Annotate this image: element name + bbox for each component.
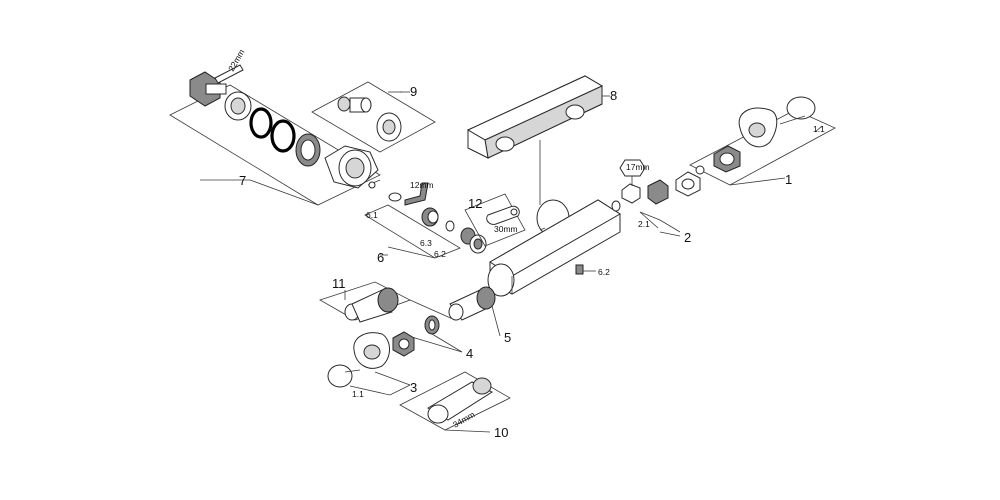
label-part-6-3: 6.3 (420, 238, 432, 248)
label-part-2-1: 2.1 (638, 219, 650, 229)
tool-size-17mm: 17mm (626, 162, 650, 172)
label-part-6-1: 6.1 (366, 210, 378, 220)
wall-bracket-part-8 (466, 75, 604, 205)
label-part-1-1-top: 1.1 (813, 124, 825, 134)
screw-set-group-6 (364, 182, 487, 259)
label-leaders (380, 91, 823, 256)
temperature-handle-group-1 (675, 96, 836, 197)
thermostat-main-body (487, 199, 621, 297)
label-part-1-1-bottom: 1.1 (352, 389, 364, 399)
label-part-9: 9 (410, 84, 417, 99)
tool-size-30mm: 30mm (494, 224, 518, 234)
label-part-11: 11 (332, 276, 346, 291)
label-part-1: 1 (785, 172, 792, 187)
label-part-6-2-right: 6.2 (598, 267, 610, 277)
wrench-group-12 (464, 193, 526, 247)
label-part-3: 3 (410, 380, 417, 395)
part-labels: 1 1.1 2 2.1 3 1.1 4 5 6 6.1 6.2 6.2 6.3 … (239, 84, 825, 440)
label-part-4: 4 (466, 346, 473, 361)
tool-size-22mm: 22mm (226, 48, 246, 73)
tool-size-12mm: 12mm (410, 180, 434, 190)
label-part-6: 6 (377, 250, 384, 265)
label-part-2: 2 (684, 230, 691, 245)
label-part-5: 5 (504, 330, 511, 345)
cartridge-sleeve-group-10 (399, 371, 511, 433)
label-part-6-2-left: 6.2 (434, 249, 446, 259)
flow-handle-group-7: 22mm (169, 48, 381, 206)
label-part-7: 7 (239, 173, 246, 188)
label-part-10: 10 (494, 425, 508, 440)
handle-group-3 (327, 331, 415, 396)
check-valve-group-2 (611, 159, 681, 233)
label-part-12: 12 (468, 196, 482, 211)
thermo-cartridge-part-5 (409, 286, 501, 337)
label-part-8: 8 (610, 88, 617, 103)
spare-parts-group-9 (311, 81, 436, 153)
